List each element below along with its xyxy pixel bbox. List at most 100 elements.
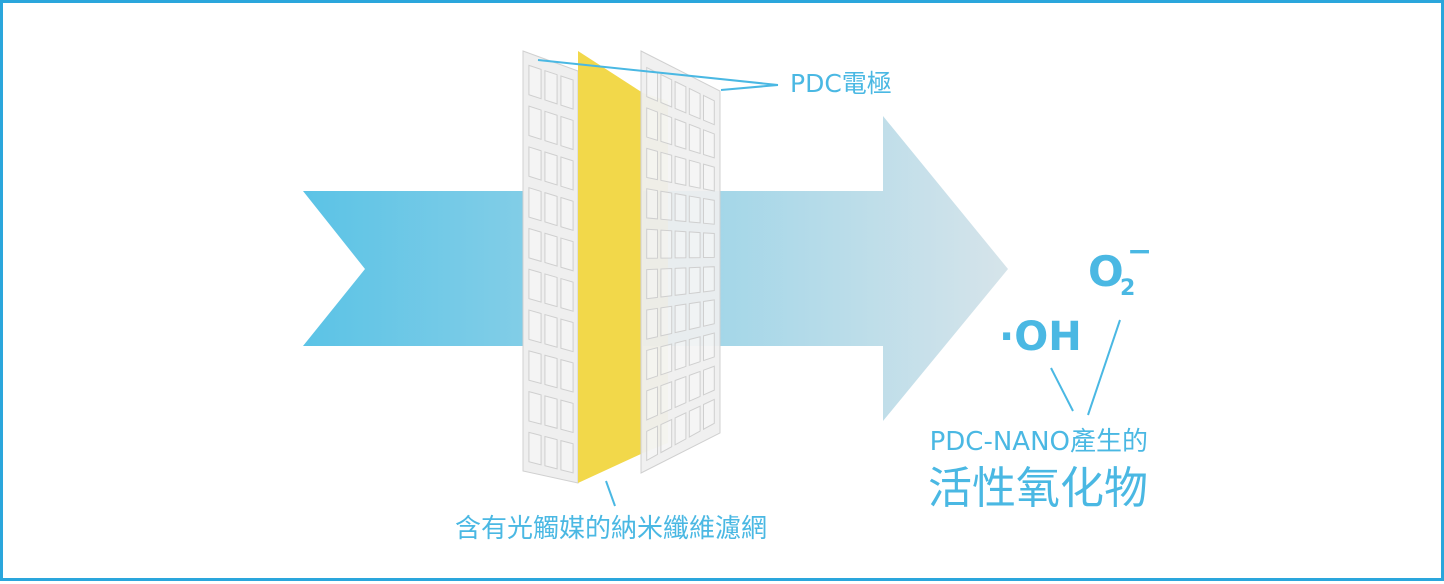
electrode-front-cell <box>660 381 673 415</box>
electrode-front-cell <box>674 267 687 296</box>
electrode-front-cell <box>703 365 715 396</box>
electrode-front-cell <box>674 375 687 409</box>
caption-line-1: PDC-NANO產生的 <box>930 427 1148 457</box>
electrode-front-cell <box>674 155 687 186</box>
electrode-front-cell <box>688 87 701 120</box>
electrode-back-cell <box>560 439 574 474</box>
electrode-front-cell <box>674 118 687 150</box>
electrode-front-cell <box>674 193 687 223</box>
filter-label: 含有光觸媒的納米纖維濾網 <box>455 514 767 544</box>
electrode-back-cell <box>560 399 574 434</box>
superoxide-leader-line <box>1087 319 1121 416</box>
diagram-canvas: PDC電極 含有光觸媒的納米纖維濾網 O 2 − ·OH PDC-NANO產生的… <box>303 50 1152 544</box>
electrode-back-cells <box>528 64 574 474</box>
electrode-back-cell <box>528 309 542 344</box>
electrode-back-cell <box>544 69 558 105</box>
electrode-back-cell <box>544 435 558 470</box>
electrode-front-cell <box>688 159 701 189</box>
electrode-back-cell <box>544 313 558 348</box>
electrode-front-cell <box>660 268 673 298</box>
electrode-front-cell <box>646 386 658 421</box>
electrode-front-cell <box>688 405 701 438</box>
electrode-grid-icon <box>522 50 579 484</box>
electrode-front-cell <box>688 336 701 366</box>
electrode-front-cell <box>646 425 658 462</box>
electrode-back-cell <box>528 227 542 263</box>
electrode-front-cell <box>660 73 673 108</box>
electrode-front-cell <box>660 343 673 376</box>
electrode-back-cell <box>528 350 542 385</box>
electrode-front-cell <box>646 347 658 381</box>
electrode-back-cell <box>544 151 558 186</box>
electrode-back-cell <box>528 390 542 425</box>
superoxide-subscript: 2 <box>1120 276 1135 301</box>
electrode-leader-line-front <box>720 84 779 91</box>
electrode-front-cell <box>660 305 673 337</box>
electrode-back-cell <box>560 156 574 191</box>
electrode-front-cell <box>703 232 715 259</box>
electrode-back-cell <box>528 268 542 303</box>
electrode-front-cell <box>703 299 715 327</box>
electrode-front-cell <box>674 412 687 446</box>
electrode-front-cell <box>688 231 701 259</box>
electrode-front-cell <box>674 303 687 334</box>
nanofiber-filter-icon <box>578 51 643 483</box>
electrode-front-cell <box>703 94 715 126</box>
electrode-front-cell <box>660 112 673 146</box>
electrode-grid-front <box>640 50 721 474</box>
electrode-back-cell <box>544 191 558 227</box>
electrode-back-cell <box>560 115 574 151</box>
electrode-front-cell <box>674 80 687 114</box>
electrode-front-cell <box>646 66 658 102</box>
electrode-front-cell <box>646 307 658 340</box>
electrode-front-cell <box>688 195 701 224</box>
electrode-back-cell <box>528 431 542 466</box>
electrode-front-cell <box>688 301 701 331</box>
hydroxyl-leader-line <box>1050 367 1074 412</box>
electrode-front-cell <box>688 370 701 402</box>
electrode-back-cell <box>528 146 542 181</box>
electrode-front-cell <box>674 339 687 371</box>
electrode-front-cell <box>646 268 658 300</box>
electrode-front-cell <box>703 163 715 192</box>
filter-leader-line <box>605 480 616 507</box>
hydroxyl-radical: ·OH <box>999 314 1082 360</box>
electrode-front-cell <box>646 107 658 142</box>
electrode-back-cell <box>544 354 558 389</box>
electrode-front-cell <box>646 188 658 220</box>
superoxide-base: O <box>1088 247 1124 296</box>
electrode-back-cell <box>560 237 574 272</box>
electrode-front-cell <box>703 197 715 225</box>
electrode-label: PDC電極 <box>790 69 892 98</box>
electrode-back-cell <box>560 196 574 232</box>
electrode-back-cell <box>560 75 574 110</box>
electrode-front-cell <box>703 332 715 362</box>
electrode-front-cell <box>660 151 673 184</box>
electrode-front-cell <box>688 266 701 295</box>
electrode-leader-line-back <box>537 59 779 86</box>
electrode-back-cell <box>560 318 574 353</box>
superoxide-superscript: − <box>1127 234 1152 269</box>
electrode-back-cell <box>528 105 542 141</box>
electrode-front-cell <box>660 229 673 259</box>
caption-line-2: 活性氧化物 <box>928 463 1148 514</box>
electrode-front-cell <box>703 129 715 159</box>
electrode-front-cell <box>660 418 673 454</box>
electrode-back-cell <box>544 273 558 308</box>
electrode-back-cell <box>544 232 558 267</box>
electrode-back-cell <box>528 187 542 222</box>
electrode-front-cell <box>703 266 715 293</box>
electrode-front-cell <box>688 123 701 155</box>
electrode-back-cell <box>544 395 558 429</box>
electrode-back-cell <box>544 110 558 146</box>
electrode-back-cell <box>528 64 542 100</box>
electrode-back-cell <box>560 358 574 393</box>
electrode-front-cells <box>646 66 715 462</box>
electrode-front-cell <box>646 147 658 181</box>
electrode-front-cell <box>703 398 715 431</box>
electrode-back-cell <box>560 277 574 312</box>
electrode-front-cell <box>674 230 687 259</box>
electrode-front-cell <box>660 190 673 221</box>
electrode-front-cell <box>646 228 658 259</box>
